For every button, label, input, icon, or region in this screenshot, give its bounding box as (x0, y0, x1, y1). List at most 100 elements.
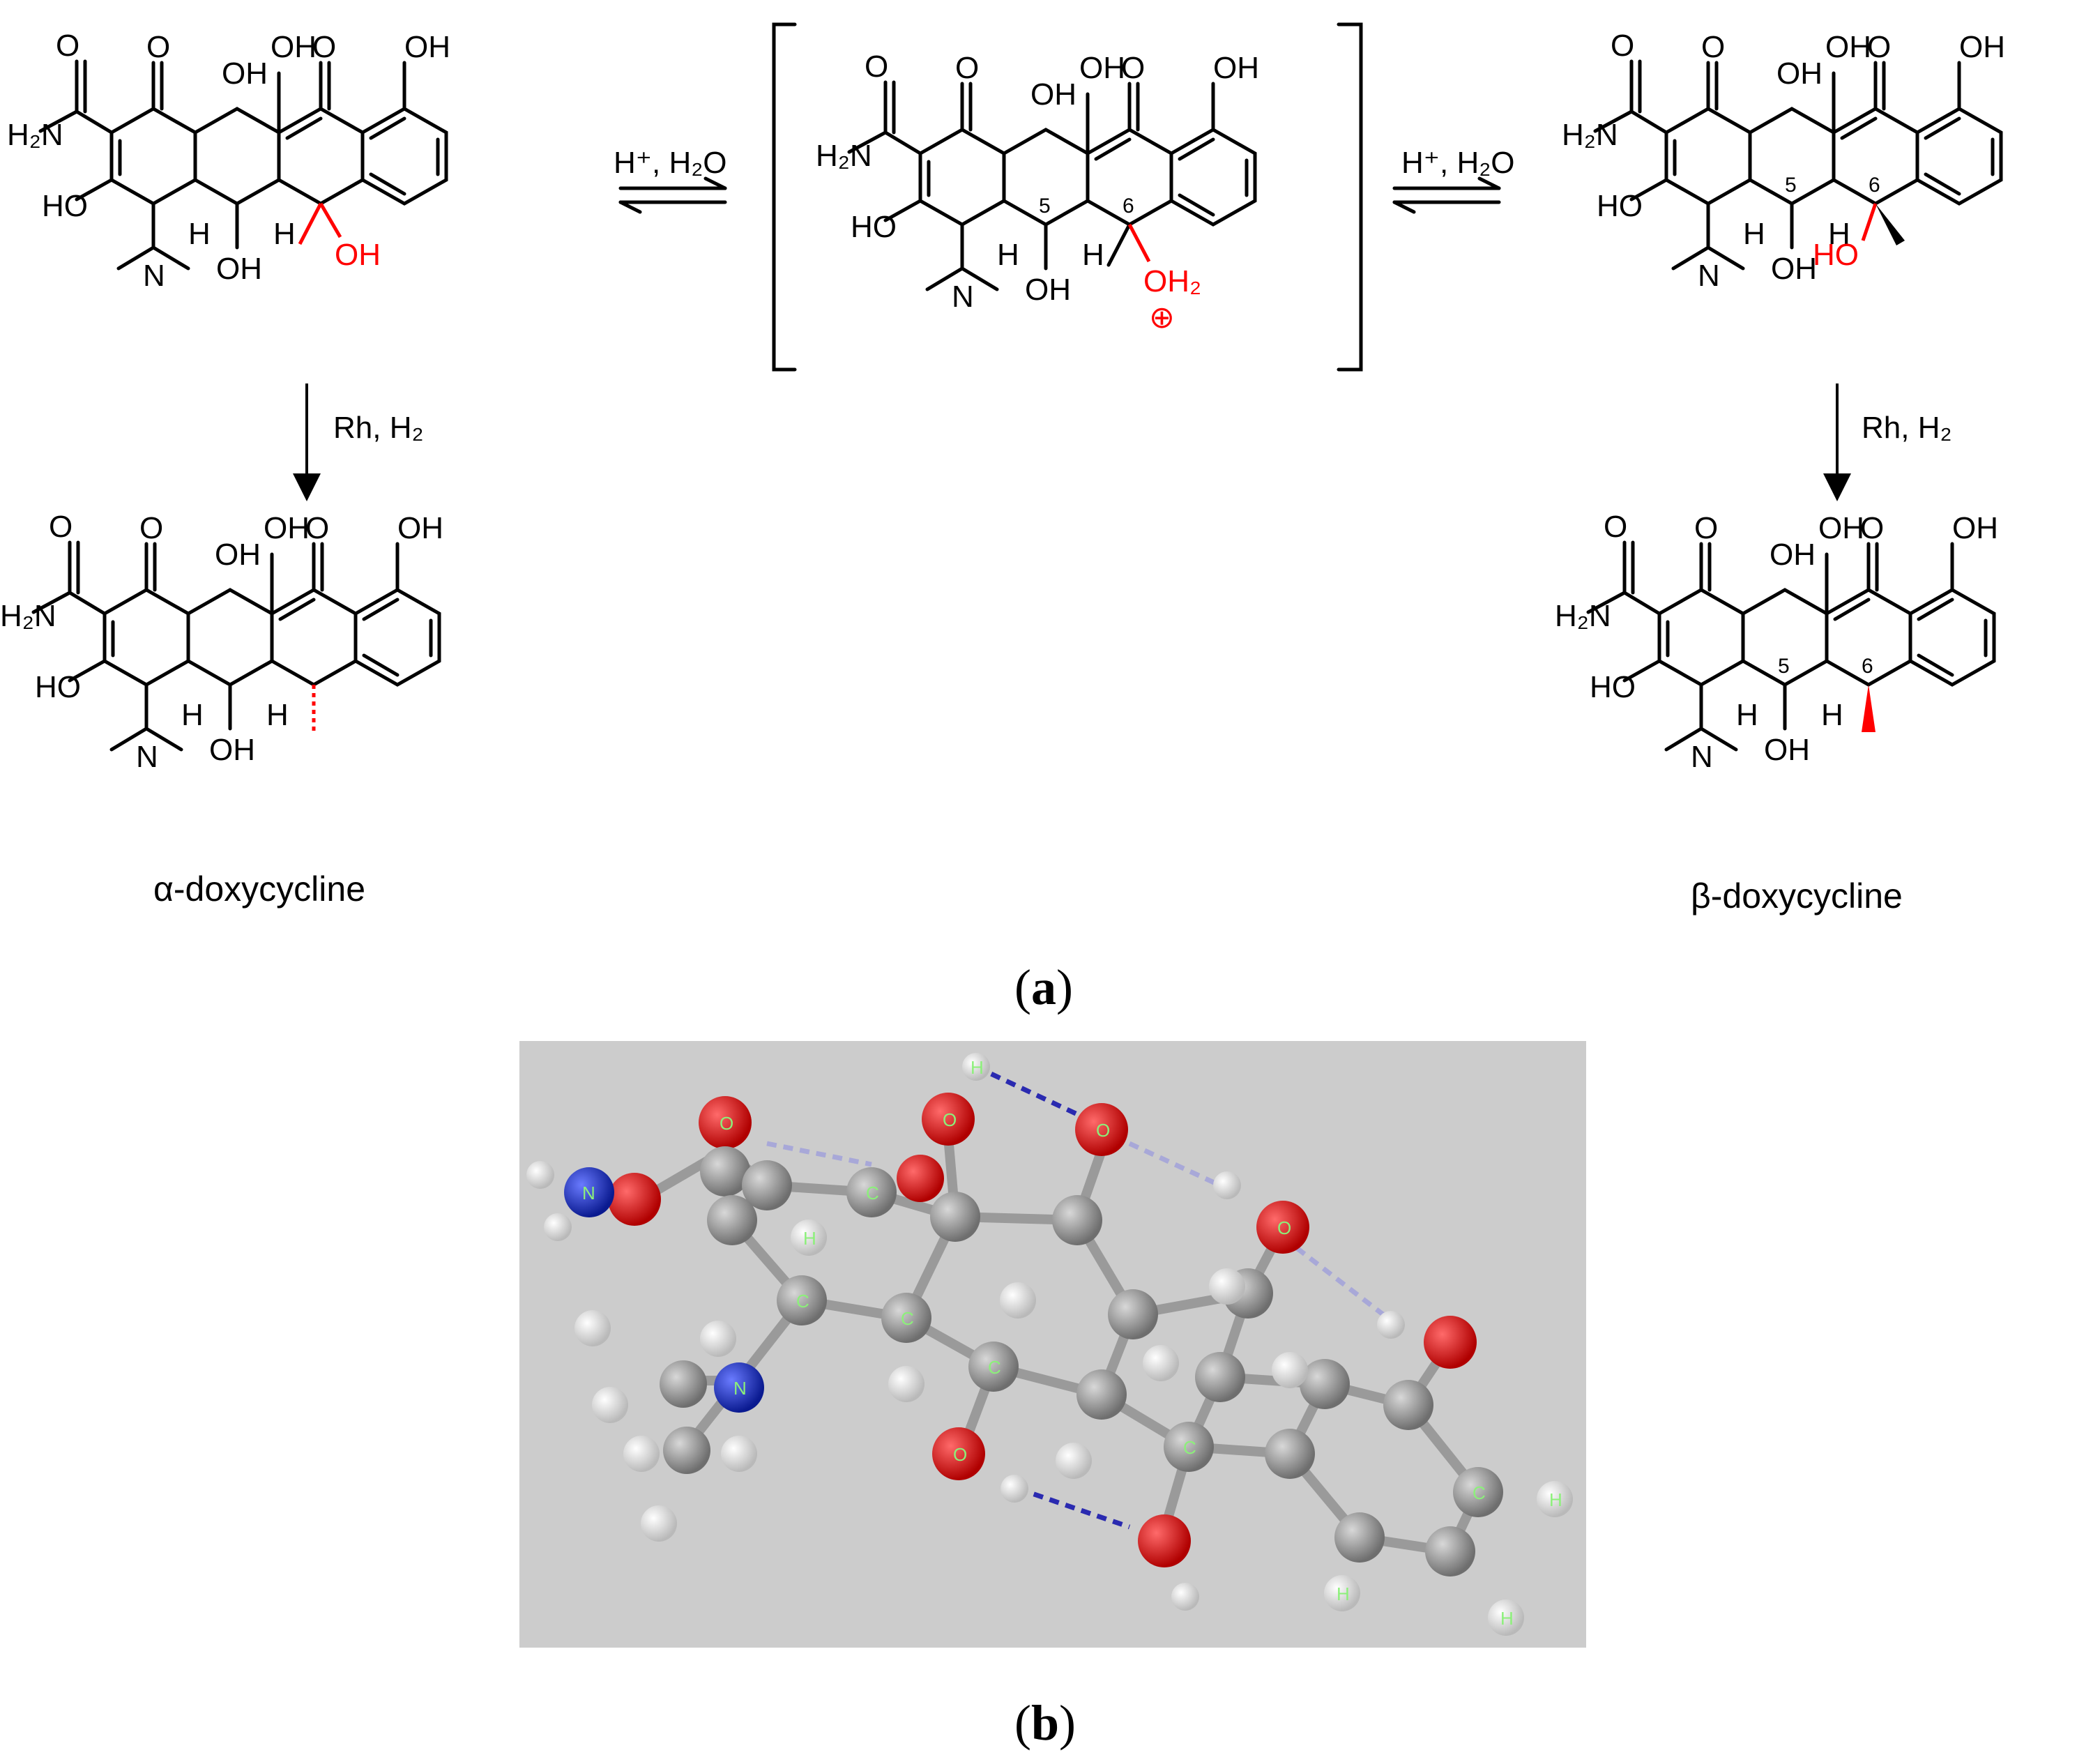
hydrogen-atom (962, 1053, 990, 1081)
atom-label: OH (1825, 30, 1871, 64)
atom-label: O (312, 30, 336, 64)
oxygen-atom (1424, 1316, 1477, 1369)
atom-label: OH (1952, 511, 1998, 545)
carbon-atom (1265, 1429, 1315, 1479)
equilibrium-right: H⁺, H₂O (1392, 146, 1515, 214)
model-label: O (943, 1109, 957, 1130)
atom-label-red: OH₂ (1143, 264, 1201, 298)
oxygen-atom (1256, 1201, 1309, 1254)
atom-label: O (1701, 30, 1725, 64)
atom-label: H (1736, 698, 1758, 732)
locant-6: 6 (1862, 655, 1873, 678)
structure-top-left: O H₂N O OH OH O OH HO N H OH H OH (7, 29, 450, 293)
structure-top-right: O H₂N O OH OH O OH HO N H OH H 5 6 HO (1562, 29, 2005, 293)
hydrogen-atom (721, 1436, 757, 1472)
model-label: O (1277, 1217, 1291, 1238)
carbon-atom (846, 1167, 897, 1217)
atom-label: H (266, 698, 289, 732)
carbon-atom (1383, 1380, 1433, 1430)
model-label: H (971, 1057, 984, 1078)
atom-label: OH (397, 511, 443, 545)
carbon-atom (1453, 1467, 1503, 1517)
model-label: H (1500, 1608, 1514, 1629)
compound-name-alpha: α-doxycycline (153, 869, 365, 909)
oxygen-atom (932, 1427, 985, 1480)
hydrogen-atom (888, 1366, 925, 1402)
locant-5: 5 (1039, 195, 1051, 218)
atom-label: H (188, 217, 211, 251)
condition-hydrogenation: Rh, H₂ (1862, 411, 1952, 445)
model-label: O (1096, 1120, 1110, 1141)
hydrogen-atom (1171, 1583, 1199, 1611)
model-label: C (1473, 1482, 1486, 1503)
hydrogen-atom (700, 1321, 736, 1357)
atom-label: O (1121, 51, 1145, 85)
condition-hydrogenation: Rh, H₂ (333, 411, 424, 445)
atom-label: H₂N (1555, 599, 1611, 633)
atom-label: O (56, 29, 79, 63)
atom-label: OH (222, 56, 268, 91)
carbon-atom (1076, 1369, 1127, 1420)
arrow-hydrogenation-right: Rh, H₂ (1823, 383, 1952, 501)
hydrogen-atom (1537, 1481, 1573, 1517)
model-label: O (720, 1113, 733, 1134)
atom-label: H (1828, 217, 1850, 251)
carbon-atom (707, 1195, 757, 1245)
oxygen-atom (1138, 1514, 1191, 1567)
panel-label-a: (a) (1014, 959, 1073, 1015)
hydrogen-atom (1324, 1575, 1360, 1611)
atom-label: O (1867, 30, 1891, 64)
structure-intermediate: O H₂N O OH OH O OH HO N H OH H 5 6 OH₂ ⊕ (816, 50, 1259, 335)
atom-label: O (139, 511, 163, 545)
locant-5: 5 (1785, 174, 1797, 197)
hydrogen-atom (526, 1161, 554, 1189)
carbon-atom (1164, 1422, 1214, 1472)
model-atom-letters: O O O N N O O C C C C C C H H H H H (582, 1057, 1562, 1629)
atom-label: OH (1079, 51, 1125, 85)
atom-label-red: HO (1813, 238, 1859, 272)
hydrogen-atom (1143, 1345, 1179, 1381)
model-label: H (1549, 1489, 1562, 1510)
hydrogen-atom (623, 1436, 660, 1472)
hydrogen-atom (1488, 1600, 1524, 1636)
atom-label: OH (1764, 733, 1810, 767)
atom-label: N (1698, 259, 1720, 293)
model-label: N (582, 1183, 595, 1203)
atom-label: H₂N (816, 139, 872, 173)
atom-label: OH (1030, 77, 1076, 112)
carbon-atom (1195, 1352, 1245, 1402)
atom-label: OH (1818, 511, 1864, 545)
atom-label: OH (209, 733, 255, 767)
carbon-atom (1052, 1195, 1102, 1245)
arrow-hydrogenation-left: Rh, H₂ (293, 383, 424, 501)
compound-name-beta: β-doxycycline (1691, 876, 1903, 916)
hydrogen-atom (544, 1213, 572, 1241)
carbon-atom (930, 1192, 980, 1242)
atom-label: OH (215, 538, 261, 572)
atom-label: O (146, 30, 170, 64)
atom-label: N (143, 259, 165, 293)
bracket-right (1337, 22, 1363, 372)
atom-label: H (997, 238, 1019, 272)
hydrogen-atom (1056, 1443, 1092, 1479)
atom-label: O (49, 510, 73, 544)
oxygen-atom (699, 1096, 752, 1149)
model-label: C (988, 1357, 1001, 1378)
atom-label: OH (1213, 51, 1259, 85)
atom-label-red: OH (335, 238, 381, 272)
equilibrium-left: H⁺, H₂O (614, 146, 727, 214)
carbon-atom (1425, 1526, 1475, 1577)
hbond-dashes-light (766, 1141, 1390, 1320)
atom-label: H₂N (0, 599, 56, 633)
hydrogen-atom (1000, 1475, 1028, 1503)
charge-plus: ⊕ (1149, 301, 1175, 335)
atom-label: OH (404, 30, 450, 64)
nitrogen-atom (714, 1362, 764, 1413)
model-label: C (901, 1308, 914, 1329)
model-label: H (1337, 1583, 1350, 1604)
panel-label-b-letter: b (1031, 1695, 1059, 1751)
atom-label: OH (216, 252, 262, 286)
carbon-atom (1108, 1289, 1158, 1339)
hydrogen-atom (1209, 1268, 1245, 1305)
